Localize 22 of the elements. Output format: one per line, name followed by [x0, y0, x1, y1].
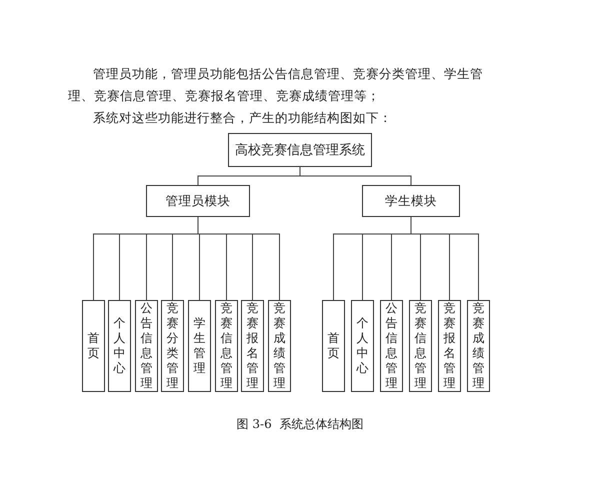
- function-box: 竞赛成绩管理: [467, 300, 490, 392]
- paragraph-text: 管理员功能，管理员功能包括公告信息管理、竞赛分类管理、学生管理、竞赛信息管理、竞赛报名管理、竞赛成绩管理等；: [68, 65, 484, 105]
- function-box: 个人中心: [108, 300, 131, 392]
- function-box: 竞赛报名管理: [438, 300, 461, 392]
- function-box: 公告信息管理: [380, 300, 403, 392]
- paragraph-text: 系统对这些功能进行整合，产生的功能结构图如下：: [92, 109, 393, 127]
- figure-caption: 图 3-6 系统总体结构图: [236, 416, 364, 433]
- function-box: 学生管理: [188, 300, 211, 392]
- function-box: 竞赛信息管理: [409, 300, 432, 392]
- function-box: 竞赛分类管理: [161, 300, 184, 392]
- system-box: 高校竞赛信息管理系统: [228, 133, 372, 167]
- function-box: 首页: [322, 300, 345, 392]
- function-box: 竞赛成绩管理: [268, 300, 291, 392]
- function-box: 个人中心: [351, 300, 374, 392]
- function-box: 首页: [82, 300, 105, 392]
- function-box: 公告信息管理: [135, 300, 158, 392]
- connector-line: [198, 216, 280, 300]
- module-box: 管理员模块: [146, 185, 250, 217]
- connector-line: [300, 166, 412, 186]
- function-box: 竞赛信息管理: [215, 300, 238, 392]
- module-box: 学生模块: [362, 185, 460, 217]
- function-box: 竞赛报名管理: [241, 300, 264, 392]
